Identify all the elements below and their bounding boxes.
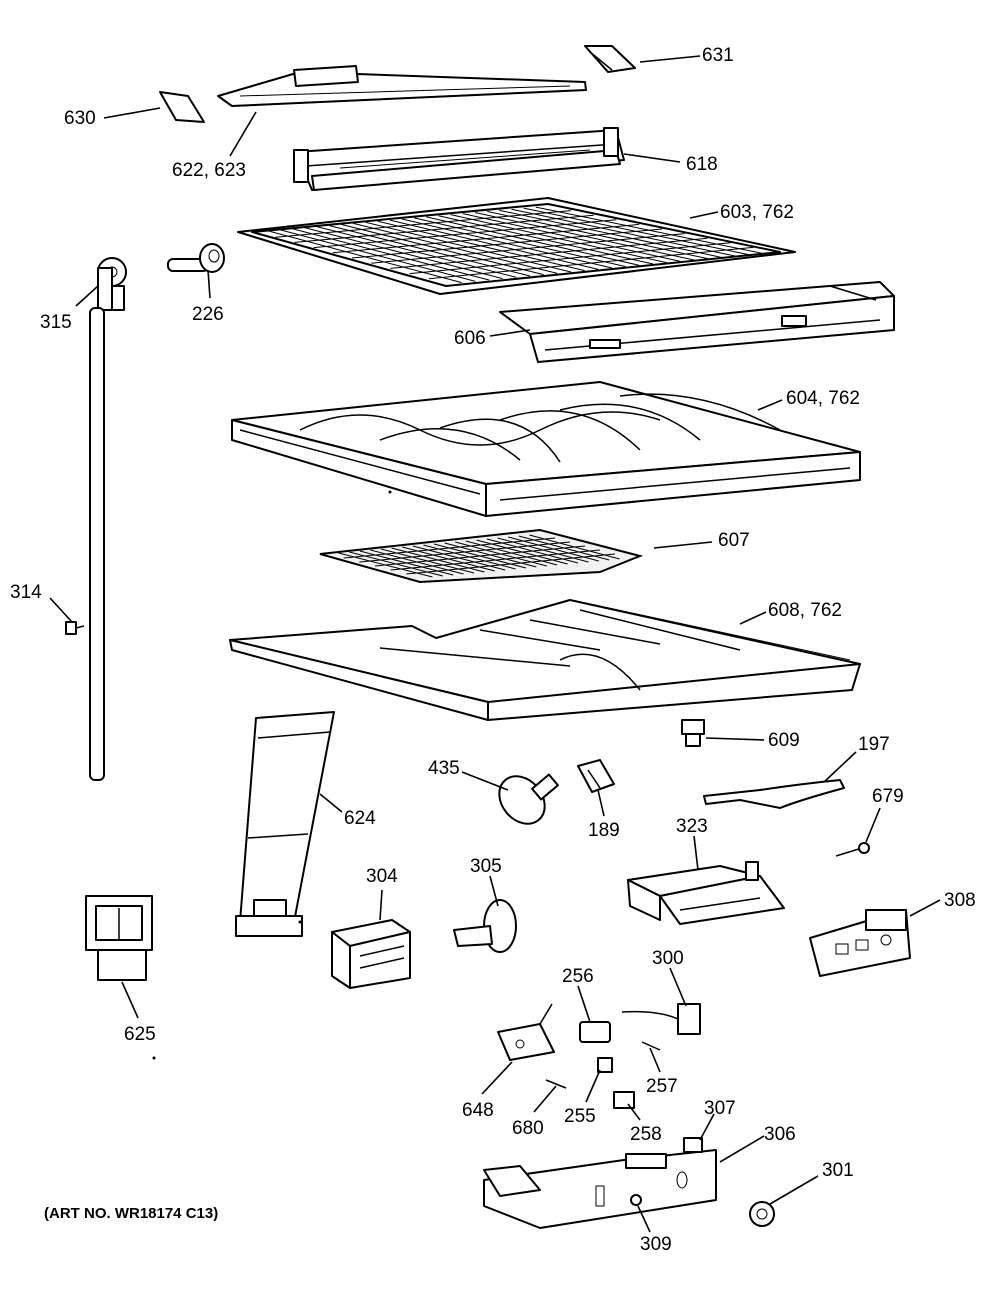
callout-257: 257 [646, 1076, 678, 1097]
part-622-623-top-cover [217, 65, 587, 107]
callout-189: 189 [588, 820, 620, 841]
part-603-762-wire-shelf [237, 197, 796, 295]
part-604-762-drawer [231, 381, 861, 517]
callout-255: 255 [564, 1106, 596, 1127]
art-number: (ART NO. WR18174 C13) [44, 1205, 218, 1222]
part-624-duct-panel [235, 711, 335, 937]
part-304-box [331, 919, 411, 989]
part-vertical-rod [89, 307, 105, 781]
part-607-filter-mesh [319, 528, 644, 584]
callout-314: 314 [10, 582, 42, 603]
callout-618: 618 [686, 154, 718, 175]
callout-625: 625 [124, 1024, 156, 1045]
part-256-relay [579, 1021, 611, 1043]
callout-622-623: 622, 623 [172, 160, 246, 181]
part-189-socket [577, 759, 615, 793]
callout-315: 315 [40, 312, 72, 333]
callout-607: 607 [718, 530, 750, 551]
callout-323: 323 [676, 816, 708, 837]
part-314-screw [65, 621, 85, 635]
part-608-762-lower-pan [229, 599, 861, 721]
callout-309: 309 [640, 1234, 672, 1255]
part-305-knob [453, 899, 517, 953]
part-308-bracket [809, 909, 911, 977]
part-258-clip [613, 1091, 635, 1109]
callout-304: 304 [366, 866, 398, 887]
part-625-switch [85, 895, 153, 981]
callout-624: 624 [344, 808, 376, 829]
callout-609: 609 [768, 730, 800, 751]
callout-680: 680 [512, 1118, 544, 1139]
part-315-hinge [97, 257, 127, 311]
part-618-housing [293, 127, 625, 191]
part-307-grommet [683, 1137, 703, 1153]
part-435-bulb [498, 773, 559, 825]
part-679-screw [835, 842, 870, 857]
part-648-motor [497, 1003, 555, 1061]
filter-mesh-grid [338, 534, 620, 578]
callout-306: 306 [764, 1124, 796, 1145]
callout-604-762: 604, 762 [786, 388, 860, 409]
callout-679: 679 [872, 786, 904, 807]
callout-300: 300 [652, 948, 684, 969]
callout-631: 631 [702, 45, 734, 66]
callout-226: 226 [192, 304, 224, 325]
callout-197: 197 [858, 734, 890, 755]
part-323-control-housing [627, 861, 785, 925]
callout-648: 648 [462, 1100, 494, 1121]
part-255-clip [597, 1057, 613, 1073]
part-257-screw [641, 1041, 661, 1051]
callout-labels: 631 630 622, 623 618 603, 762 315 226 60… [10, 45, 976, 1255]
part-306-control-box [483, 1149, 717, 1229]
part-301-knob [749, 1201, 775, 1227]
leader-lines [49, 55, 941, 1233]
callout-308: 308 [944, 890, 976, 911]
part-680-screw [545, 1079, 567, 1089]
callout-307: 307 [704, 1098, 736, 1119]
callout-256: 256 [562, 966, 594, 987]
part-309-screw [630, 1194, 642, 1206]
part-226-knob [167, 243, 225, 273]
part-300-connector [621, 1003, 701, 1035]
callout-435: 435 [428, 758, 460, 779]
part-630-clip [159, 91, 205, 123]
callout-305: 305 [470, 856, 502, 877]
part-631-clip [584, 45, 636, 73]
part-606-crisper-cover [499, 281, 895, 363]
callout-630: 630 [64, 108, 96, 129]
part-609-clip [681, 719, 705, 747]
callout-301: 301 [822, 1160, 854, 1181]
callout-258: 258 [630, 1124, 662, 1145]
callout-603-762: 603, 762 [720, 202, 794, 223]
shelf-wire-grid [268, 206, 763, 284]
part-197-strip [703, 779, 845, 809]
callout-608-762: 608, 762 [768, 600, 842, 621]
callout-606: 606 [454, 328, 486, 349]
